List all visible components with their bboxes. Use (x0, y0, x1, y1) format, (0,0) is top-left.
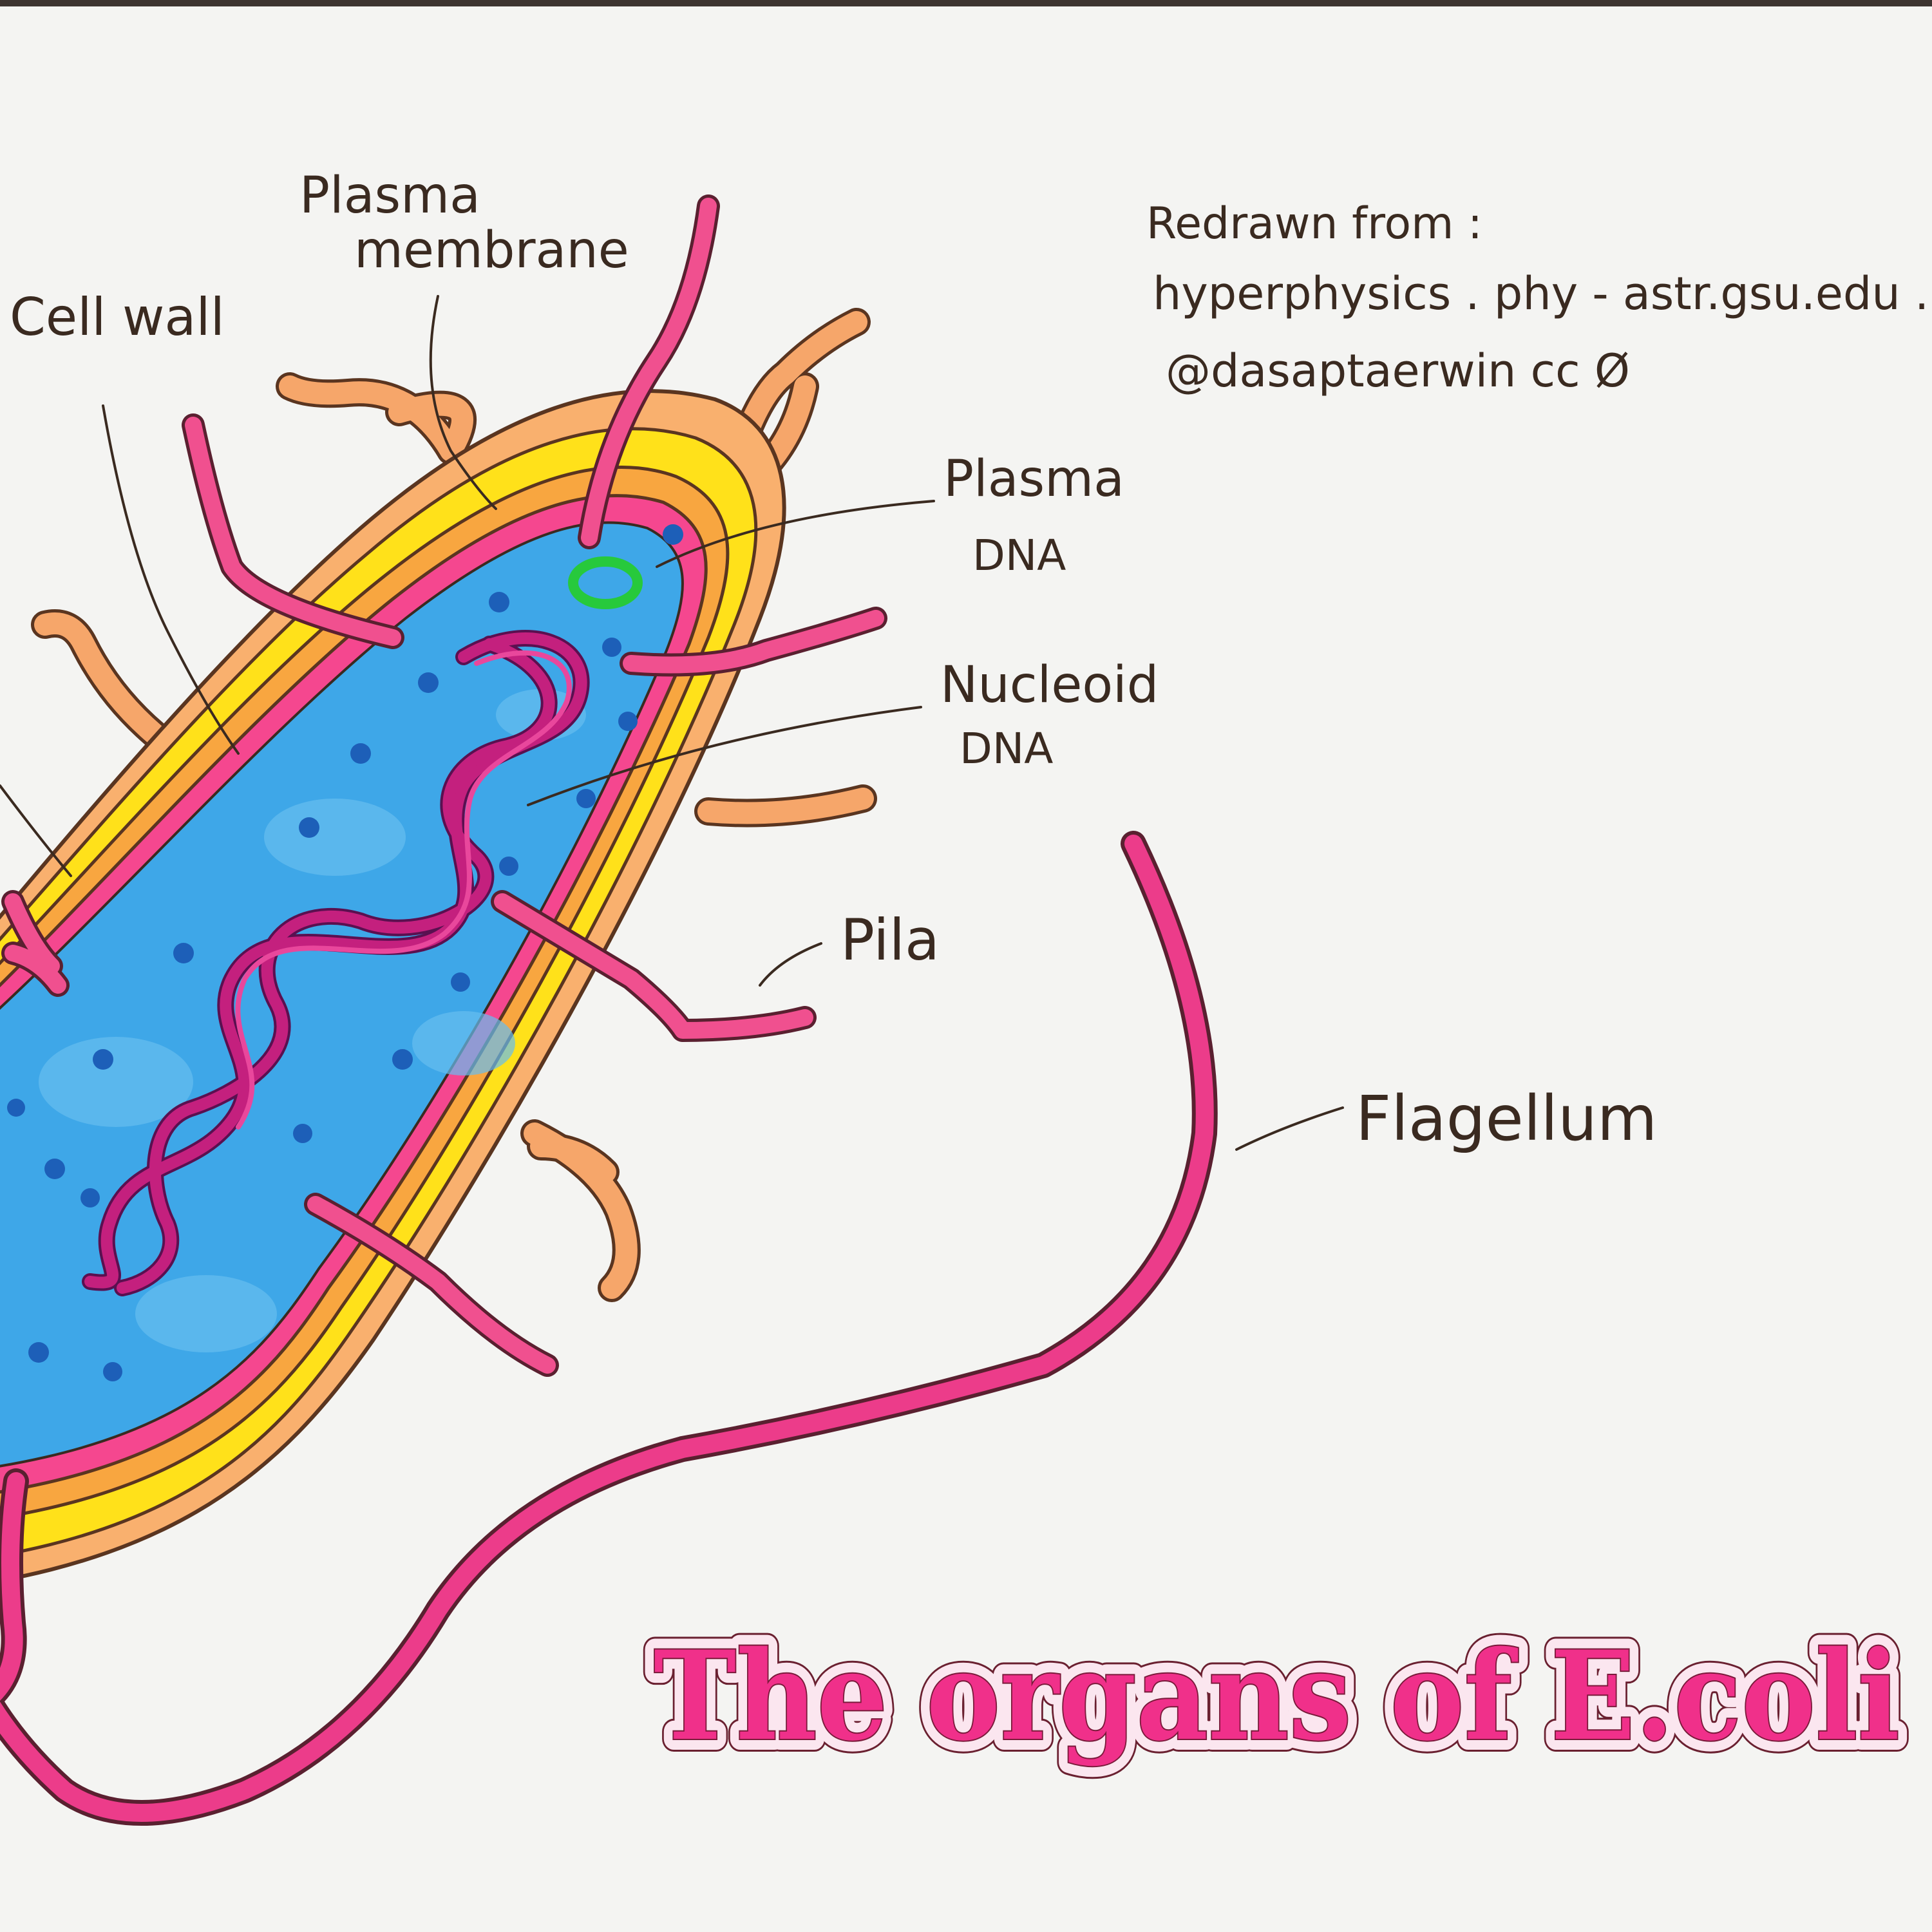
label-plasma-membrane-line1: Plasma (299, 167, 480, 225)
ribosome (392, 1049, 413, 1070)
ribosome (293, 1124, 312, 1143)
ribosome (93, 1049, 113, 1070)
flagella (0, 831, 1218, 1826)
label-flagellum: Flagellum (1356, 1083, 1657, 1155)
ribosome (80, 1188, 100, 1208)
ribosome (489, 592, 509, 612)
ribosome (618, 712, 638, 731)
nucleoid-dna (82, 630, 590, 1296)
ribosome (350, 743, 371, 764)
cytoplasm-highlights (39, 689, 586, 1352)
leader-flagellum (1235, 1106, 1344, 1151)
label-plasma-dna-line2: DNA (972, 531, 1066, 580)
leader-pila (759, 942, 822, 987)
label-nucleoid-dna-line1: Nucleoid (940, 656, 1159, 714)
labels: Plasma membrane Cell wall Plasma DNA Nuc… (10, 167, 1657, 1155)
label-nucleoid-dna-line2: DNA (960, 724, 1053, 773)
title-halo: The organs of E.coli (654, 1624, 1900, 1768)
paper-top-edge (0, 0, 1932, 6)
leader-plasma-dna (656, 500, 935, 568)
label-pila: Pila (840, 907, 940, 973)
leader-nucleoid-dna (527, 706, 922, 806)
label-cell-wall: Cell wall (10, 287, 225, 347)
leader-cell-wall (102, 404, 240, 755)
ribosome (7, 1099, 25, 1117)
ribosome (576, 789, 596, 808)
ribosome (44, 1159, 65, 1179)
ribosome (28, 1342, 49, 1363)
pili (1, 194, 887, 1377)
leader-capsule (0, 784, 72, 877)
ribosome (418, 672, 439, 693)
credit-line3: @dasaptaerwin cc Ø (1166, 345, 1630, 397)
credit-line1: Redrawn from : (1146, 198, 1482, 249)
ribosome (602, 638, 621, 657)
plasmid-dna (568, 556, 643, 609)
leader-lines (0, 295, 1344, 1151)
cell-body (0, 389, 786, 1583)
fimbriae (31, 308, 877, 1302)
label-plasma-dna-line1: Plasma (943, 450, 1124, 508)
ribosome (499, 857, 518, 876)
ribosomes (7, 524, 683, 1381)
ribosome (299, 817, 319, 838)
title-halo-inner: The organs of E.coli (654, 1624, 1900, 1768)
label-plasma-membrane-line2: membrane (354, 222, 629, 279)
ribosome (451, 972, 470, 992)
ribosome (173, 943, 194, 963)
credit-line2: hyperphysics . phy - astr.gsu.edu . (1153, 267, 1929, 320)
ribosome (663, 524, 683, 545)
credit: Redrawn from : hyperphysics . phy - astr… (1146, 198, 1929, 397)
page-title: The organs of E.coli (654, 1624, 1900, 1768)
title-group: The organs of E.coli The organs of E.col… (641, 1611, 1913, 1781)
ribosome (103, 1362, 122, 1381)
leader-plasma-membrane (429, 295, 497, 510)
